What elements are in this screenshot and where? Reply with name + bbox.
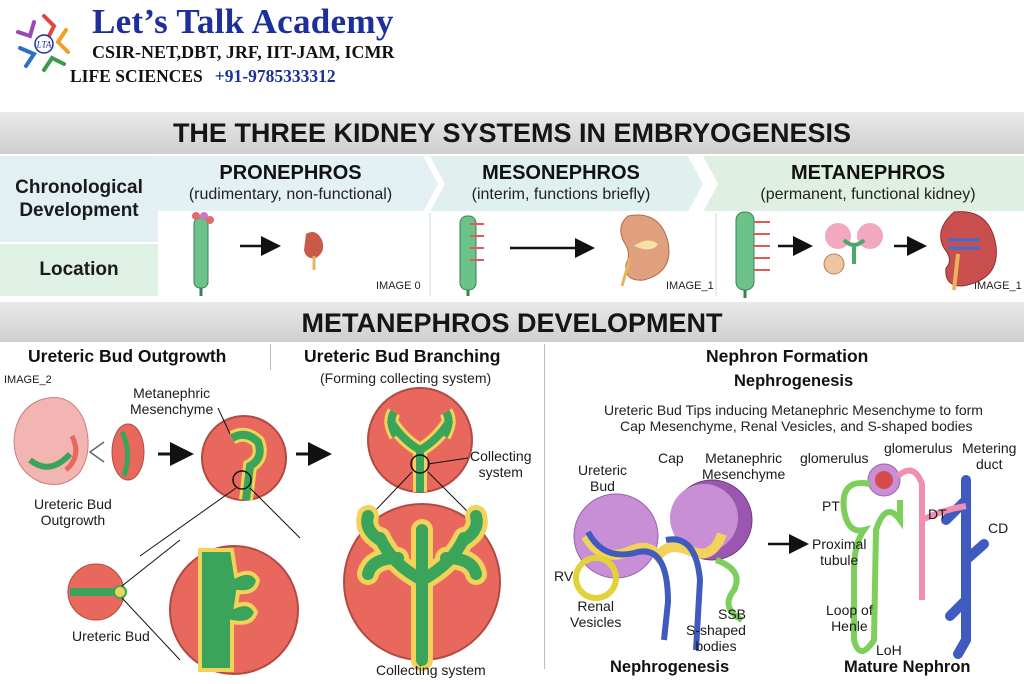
nephron-desc-2: Cap Mesenchyme, Renal Vesicles, and S-sh… (620, 418, 973, 434)
label-proximal-1: Proximal (812, 536, 867, 552)
divider (544, 344, 545, 669)
row-label-location: Location (0, 244, 158, 296)
bud-development-illustration (13, 387, 501, 675)
branching-title: Ureteric Bud Branching (304, 346, 501, 366)
branching-subtitle: (Forming collecting system) (320, 370, 492, 386)
brand-subject-line: LIFE SCIENCES +91-9785333312 (70, 66, 336, 87)
label-loop-1: Loop of (826, 602, 873, 618)
label-rv: RV (554, 568, 574, 584)
label-collecting-bottom: Collecting system (376, 662, 486, 678)
nephron-desc-1: Ureteric Bud Tips inducing Metanephric M… (604, 402, 983, 418)
caption-nephrogenesis: Nephrogenesis (610, 658, 730, 676)
kidney-systems-banner: THE THREE KIDNEY SYSTEMS IN EMBRYOGENESI… (0, 112, 1024, 154)
caption-mature-nephron: Mature Nephron (844, 658, 971, 676)
label-loh: LoH (876, 642, 902, 658)
nephron-subtitle: Nephrogenesis (734, 372, 854, 390)
label-ureteric-2: Bud (590, 478, 615, 494)
pronephros-illustration (192, 212, 324, 296)
label-collecting-1: Collecting (470, 448, 532, 464)
label-sshaped-1: S-shaped (686, 622, 746, 638)
image-tag: IMAGE_2 (4, 374, 52, 386)
label-glomerulus-b: glomerulus (884, 440, 953, 456)
nephron-title: Nephron Formation (706, 346, 869, 366)
outgrowth-title: Ureteric Bud Outgrowth (28, 346, 227, 366)
stage-name: METANEPHROS (790, 162, 946, 184)
label-ureteric-bud: Ureteric Bud (72, 628, 150, 644)
label-sshaped-2: bodies (695, 638, 737, 654)
stage-desc: (rudimentary, non-functional) (188, 186, 393, 203)
logo-text: LTA (36, 40, 52, 50)
label-renal-2: Vesicles (570, 614, 622, 630)
label-cap: Cap (658, 450, 684, 466)
label-loop-2: Henle (831, 618, 868, 634)
label-mm-2: Mesenchyme (702, 466, 786, 482)
label-ureteric-1: Ureteric (578, 462, 628, 478)
brand-phone: +91-9785333312 (214, 66, 336, 86)
brand-exams: CSIR-NET,DBT, JRF, IIT-JAM, ICMR (92, 42, 395, 62)
academy-logo: LTA (8, 8, 80, 80)
label-ssb: SSB (718, 606, 747, 622)
stage-desc: (interim, functions briefly) (471, 186, 651, 203)
label-cd: CD (988, 520, 1009, 536)
label-proximal-2: tubule (820, 552, 859, 568)
metanephros-illustration (735, 211, 997, 298)
stage-pronephros: PRONEPHROS (rudimentary, non-functional)… (158, 156, 423, 296)
label-renal-1: Renal (577, 598, 614, 614)
row-label-chron-1: Chronological (15, 177, 143, 198)
nephrogenesis-diagram (573, 479, 809, 651)
divider (270, 344, 271, 370)
embryo-illustration (13, 397, 194, 485)
stage-name: PRONEPHROS (219, 162, 362, 184)
label-collecting-2: system (478, 464, 523, 480)
label-outgrowth-2: Outgrowth (40, 512, 106, 528)
label-metering-2: duct (976, 456, 1003, 472)
stage-illustrations (192, 211, 997, 298)
label-mesenchyme-2: Mesenchyme (130, 401, 214, 417)
stage-name: MESONEPHROS (482, 162, 640, 184)
image-tag: IMAGE_1 (666, 280, 714, 292)
stage-metanephros: METANEPHROS (permanent, functional kidne… (712, 156, 1024, 296)
mesenchyme-bud-illustration (139, 407, 332, 557)
mature-nephron-diagram (840, 463, 989, 659)
nephron-illustration (573, 463, 989, 659)
image-tag: IMAGE_1 (974, 280, 1022, 292)
label-glomerulus-a: glomerulus (800, 450, 869, 466)
label-mm-1: Metanephric (705, 450, 783, 466)
bud-magnification (67, 539, 299, 675)
branching-illustration (343, 387, 501, 671)
row-label-chron-2: Development (19, 200, 139, 221)
image-tag: IMAGE 0 (376, 280, 421, 292)
label-dt: DT (928, 506, 947, 522)
metanephros-development-banner: METANEPHROS DEVELOPMENT (0, 302, 1024, 342)
label-outgrowth-1: Ureteric Bud (34, 496, 112, 512)
label-metering-1: Metering (962, 440, 1017, 456)
stage-chevrons (158, 156, 1024, 296)
label-mesenchyme-1: Metanephric (133, 385, 211, 401)
brand-title: Let’s Talk Academy (92, 2, 394, 41)
label-pt: PT (822, 498, 840, 514)
brand-subject: LIFE SCIENCES (70, 66, 203, 86)
stage-desc: (permanent, functional kidney) (760, 186, 976, 203)
mesonephros-illustration (459, 214, 670, 296)
stage-mesonephros: MESONEPHROS (interim, functions briefly)… (430, 156, 714, 296)
